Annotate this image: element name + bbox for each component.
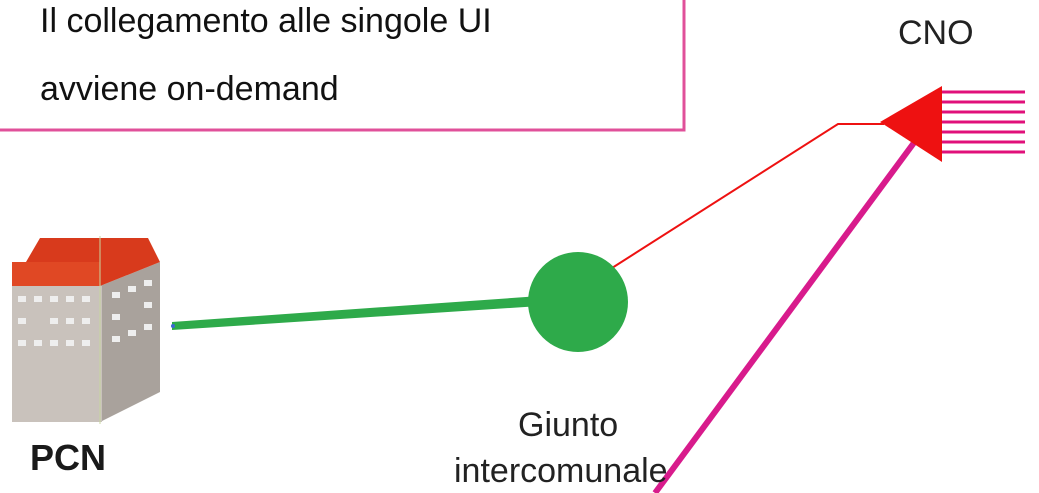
building-windows — [18, 280, 152, 346]
note-box: Il collegamento alle singole UI avviene … — [0, 0, 686, 132]
joint-label-line-2: intercomunale — [454, 452, 668, 490]
splitter-output-lines — [935, 90, 1025, 154]
feeder-cable-line — [172, 296, 540, 330]
cno-link-line — [611, 123, 884, 269]
note-box-frame — [0, 0, 686, 132]
note-line-1: Il collegamento alle singole UI — [40, 2, 492, 40]
joint-circle — [528, 252, 628, 352]
cno-label: CNO — [898, 14, 974, 52]
drop-cable-line — [652, 138, 919, 493]
building-roof-front — [12, 262, 100, 286]
building-front-wall — [12, 286, 102, 422]
splitter-triangle — [880, 86, 942, 162]
joint-label-line-1: Giunto — [518, 406, 618, 444]
pcn-label: PCN — [30, 437, 106, 478]
feeder-cable-endpoint — [171, 324, 175, 328]
note-line-2: avviene on-demand — [40, 70, 339, 108]
pcn-building-icon — [12, 236, 160, 424]
